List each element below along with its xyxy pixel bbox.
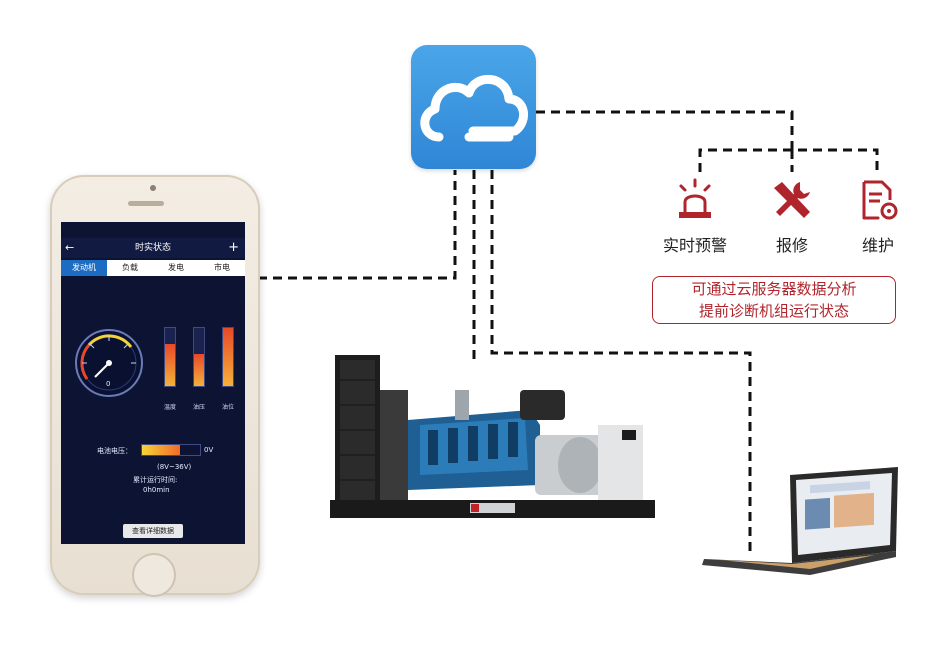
cloud-analysis-note: 可通过云服务器数据分析 提前诊断机组运行状态 (652, 276, 896, 324)
oil-level-fill (223, 328, 233, 386)
service-label: 实时预警 (662, 236, 727, 255)
battery-value: 0V (204, 446, 214, 454)
note-line-2: 提前诊断机组运行状态 (698, 302, 849, 320)
repair-tools-icon (774, 182, 810, 218)
services-branch-connector (698, 148, 879, 172)
temperature-level (165, 344, 175, 386)
runtime-value: 0h0min (143, 486, 170, 494)
phone-home-button (132, 553, 176, 597)
tab-load[interactable]: 负载 (122, 263, 138, 272)
oil-pressure-gauge (193, 327, 205, 387)
cloud-icon (420, 74, 528, 142)
battery-level (142, 445, 180, 455)
tab-mains[interactable]: 市电 (214, 263, 230, 272)
temperature-gauge (164, 327, 176, 387)
service-label: 维护 (861, 236, 894, 255)
alarm-light-icon (679, 178, 711, 218)
diesel-generator-set (330, 355, 655, 518)
battery-label: 电池电压： (97, 447, 132, 455)
battery-range: (8V~36V) (157, 463, 192, 471)
service-repair[interactable]: 报修 (752, 178, 832, 256)
bar-label-temperature: 温度 (163, 404, 176, 411)
tab-generation[interactable]: 发电 (168, 263, 184, 272)
phone-cloud-connector (258, 170, 457, 280)
tab-engine[interactable]: 发动机 (61, 260, 107, 276)
service-label: 报修 (775, 236, 808, 255)
app-title: 时实状态 (61, 238, 245, 258)
runtime-label: 累计运行时间: (133, 476, 178, 484)
laptop-computer (702, 467, 898, 575)
bar-label-oil-level: 油位 (221, 404, 234, 411)
plus-icon[interactable]: + (228, 240, 239, 255)
services-cloud-connector (536, 110, 794, 150)
back-arrow-icon[interactable]: ← (65, 241, 75, 254)
app-tabs: 发动机 负载 发电 市电 (61, 260, 245, 276)
bar-label-oil-pressure: 油压 (192, 404, 205, 411)
note-line-1: 可通过云服务器数据分析 (691, 280, 857, 298)
view-details-button[interactable]: 查看详细数据 (123, 524, 183, 538)
rpm-gauge (75, 329, 143, 397)
phone-screen: 时实状态 ← + 发动机 负载 发电 市电 0 温度 油压 (61, 222, 245, 544)
oil-level-gauge (222, 327, 234, 387)
oil-pressure-level (194, 354, 204, 386)
service-realtime-alert[interactable]: 实时预警 (655, 178, 735, 256)
phone-speaker (128, 201, 164, 206)
service-maintenance[interactable]: 维护 (838, 178, 918, 256)
gauge-zero-label: 0 (106, 380, 111, 388)
laptop-cloud-connector (490, 170, 752, 555)
maintenance-document-icon (862, 180, 898, 220)
battery-gauge (141, 444, 201, 456)
phone-camera (150, 185, 156, 191)
cloud-server-tile (411, 45, 536, 169)
